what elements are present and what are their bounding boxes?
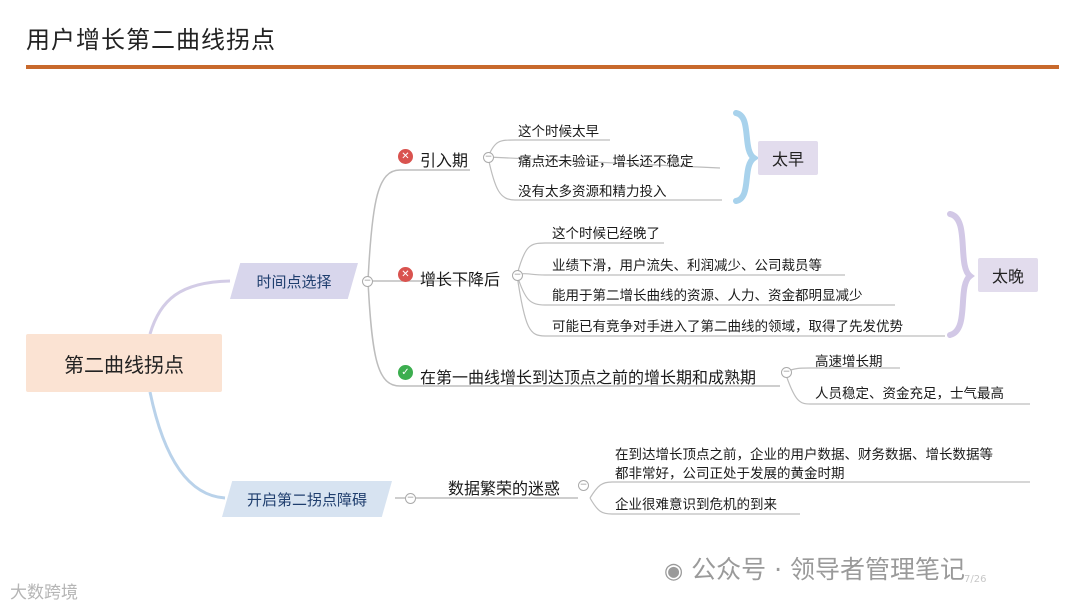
decline-item: 这个时候已经晚了 bbox=[552, 226, 660, 242]
intro-item: 这个时候太早 bbox=[518, 124, 599, 140]
decline-item: 能用于第二增长曲线的资源、人力、资金都明显减少 bbox=[552, 288, 863, 304]
collapse-decline-icon[interactable]: − bbox=[512, 270, 523, 281]
check-icon: ✓ bbox=[398, 365, 413, 380]
barrier-item-line: 都非常好，公司正处于发展的黄金时期 bbox=[615, 466, 845, 482]
collapse-sub-icon[interactable]: − bbox=[578, 480, 589, 491]
summary-early-label: 太早 bbox=[771, 150, 804, 169]
page-title: 用户增长第二曲线拐点 bbox=[26, 26, 276, 54]
decline-item: 业绩下滑，用户流失、利润减少、公司裁员等 bbox=[552, 258, 822, 274]
barrier-item-line: 在到达增长顶点之前，企业的用户数据、财务数据、增长数据等 bbox=[615, 447, 993, 463]
connector-sub-items bbox=[589, 481, 1030, 515]
summary-late-label: 太晚 bbox=[991, 267, 1024, 286]
best-label: 在第一曲线增长到达顶点之前的增长期和成熟期 bbox=[420, 368, 757, 387]
barrier-item: 企业很难意识到危机的到来 bbox=[615, 497, 777, 513]
best-item: 高速增长期 bbox=[815, 354, 883, 370]
error-icon: ✕ bbox=[398, 149, 413, 164]
page-number: 7/26 bbox=[964, 574, 987, 585]
intro-item: 痛点还未验证，增长还不稳定 bbox=[518, 154, 694, 170]
summary-late: 太晚 bbox=[978, 258, 1038, 292]
decline-item: 可能已有竞争对手进入了第二曲线的领域，取得了先发优势 bbox=[552, 319, 903, 335]
error-icon: ✕ bbox=[398, 267, 413, 282]
branch-timing: 时间点选择 bbox=[230, 263, 358, 299]
central-node: 第二曲线拐点 bbox=[26, 334, 222, 392]
branch-barrier: 开启第二拐点障碍 bbox=[222, 481, 392, 517]
collapse-barrier-icon[interactable]: − bbox=[405, 493, 416, 504]
connector-central-timing bbox=[148, 279, 231, 335]
intro-label: 引入期 bbox=[420, 151, 469, 170]
wechat-icon: ◉ bbox=[664, 559, 684, 584]
connector-timing-best bbox=[367, 280, 780, 387]
title-divider bbox=[26, 65, 1059, 69]
connector-central-barrier bbox=[148, 391, 226, 500]
watermark-logo: 大数跨境 bbox=[10, 583, 78, 603]
summary-early: 太早 bbox=[758, 141, 818, 175]
best-item: 人员稳定、资金充足，士气最高 bbox=[815, 386, 1004, 402]
connector-decline-items bbox=[516, 242, 945, 337]
collapse-timing-icon[interactable]: − bbox=[362, 276, 373, 287]
brace-late bbox=[947, 211, 975, 338]
watermark-label: 公众号 · 领导者管理笔记 bbox=[691, 555, 965, 584]
decline-label: 增长下降后 bbox=[420, 270, 501, 289]
barrier-sub-label: 数据繁荣的迷惑 bbox=[448, 479, 561, 498]
intro-item: 没有太多资源和精力投入 bbox=[518, 184, 667, 200]
branch-barrier-label: 开启第二拐点障碍 bbox=[246, 490, 367, 509]
collapse-intro-icon[interactable]: − bbox=[483, 152, 494, 163]
brace-early bbox=[733, 110, 760, 204]
collapse-best-icon[interactable]: − bbox=[781, 367, 792, 378]
connector-timing-intro bbox=[367, 169, 470, 282]
branch-timing-label: 时间点选择 bbox=[256, 272, 332, 291]
watermark-text: ◉ 公众号 · 领导者管理笔记 bbox=[664, 550, 965, 586]
